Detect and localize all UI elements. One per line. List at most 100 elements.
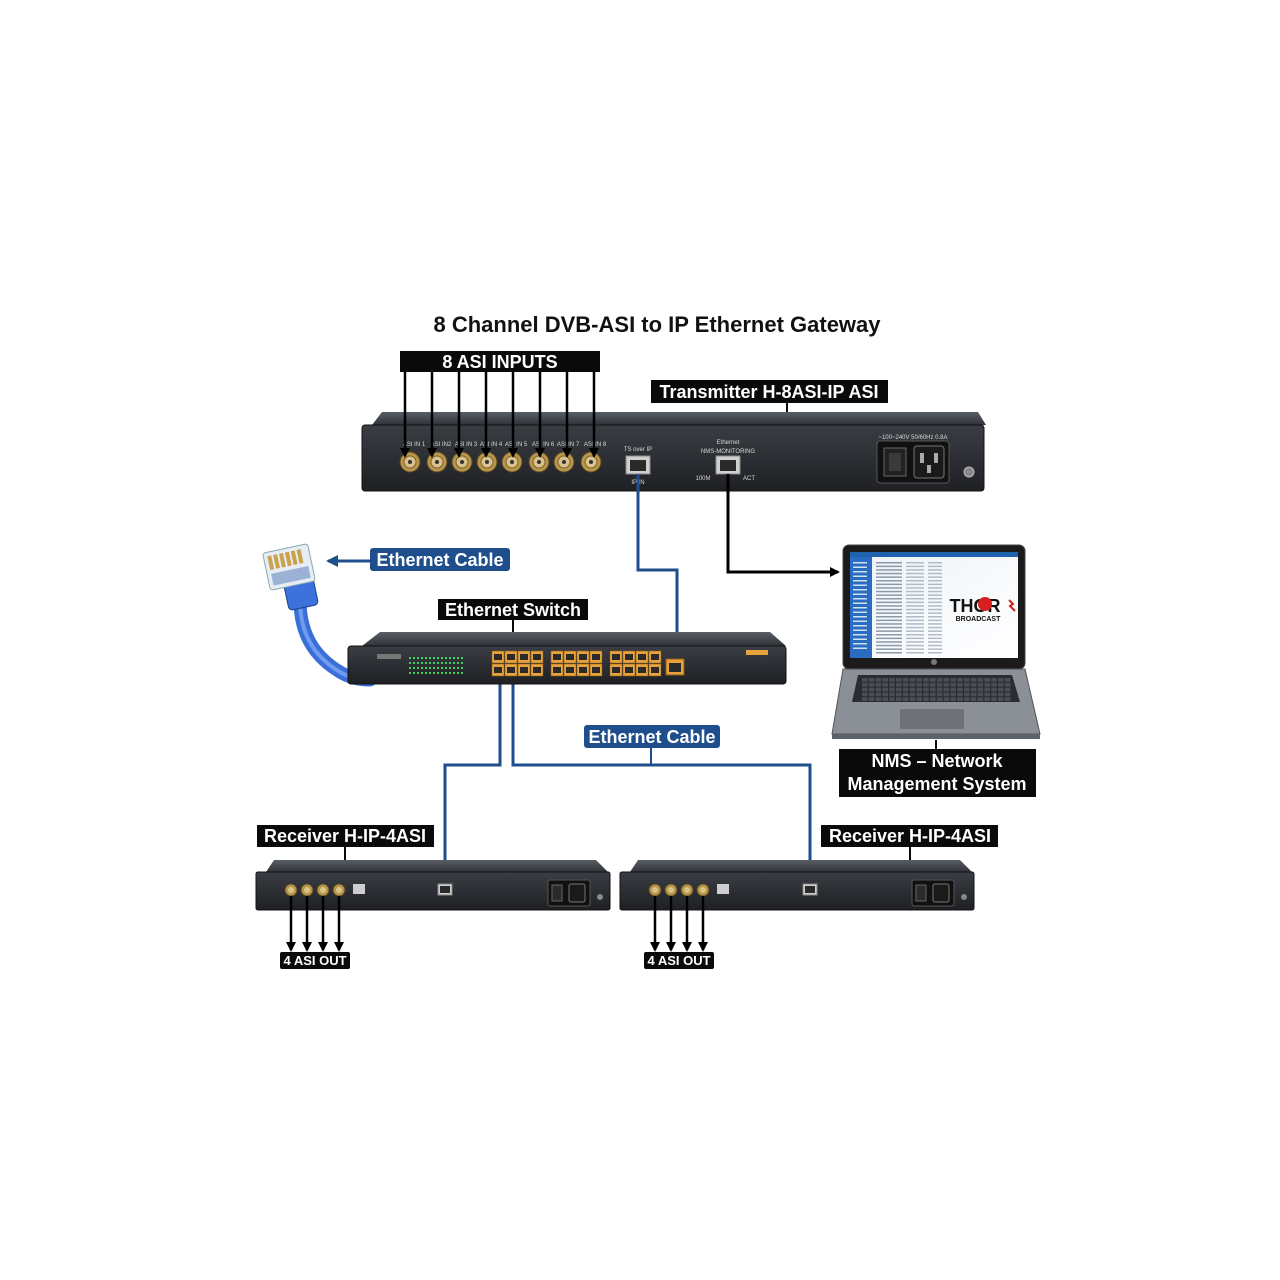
asi-in-port-label: ASI IN 6: [532, 442, 555, 448]
switch-led: [441, 672, 443, 674]
receiver-left-label-bg: [257, 825, 434, 847]
cable-nms-to-laptop: [726, 474, 840, 577]
switch-led: [461, 662, 463, 664]
switch-led: [429, 667, 431, 669]
asi-in-port-label: ASI IN 7: [557, 442, 580, 448]
power-socket: [913, 445, 945, 479]
switch-led: [449, 667, 451, 669]
ground-screw-icon: [963, 466, 975, 478]
switch-led: [429, 672, 431, 674]
switch-led: [425, 667, 427, 669]
switch-led: [421, 672, 423, 674]
asi-out-left-label-bg: [280, 952, 350, 969]
switch-led: [437, 667, 439, 669]
switch-led: [425, 672, 427, 674]
switch-led: [445, 662, 447, 664]
switch-led: [433, 672, 435, 674]
ethernet-cable-label: Ethernet Cable: [376, 550, 503, 570]
asi-in-bnc-connector: [451, 451, 473, 473]
ts-over-ip-label: TS over IP: [624, 447, 652, 453]
switch-led: [433, 657, 435, 659]
switch-led: [453, 657, 455, 659]
switch-led: [417, 657, 419, 659]
switch-led: [461, 657, 463, 659]
ethernet-cable-label-bg: [370, 548, 510, 571]
switch-led: [437, 662, 439, 664]
cable-switch-to-receiver-right: [511, 675, 812, 884]
transmitter-label: Transmitter H-8ASI-IP ASI: [659, 382, 878, 402]
switch-led: [421, 667, 423, 669]
switch-led: [457, 657, 459, 659]
ethernet-label: Ethernet: [717, 440, 740, 446]
switch-led: [417, 667, 419, 669]
asi-in-port-label: ASI IN 5: [505, 442, 528, 448]
switch-led: [409, 667, 411, 669]
ethernet-switch-device: [347, 632, 787, 685]
asi-in-bnc-connector: [580, 451, 602, 473]
switch-led: [453, 672, 455, 674]
switch-led: [429, 657, 431, 659]
switch-led: [413, 662, 415, 664]
switch-led: [445, 667, 447, 669]
ethernet-cable-mid-label-bg: [584, 725, 720, 748]
switch-led: [457, 672, 459, 674]
cable-switch-to-receiver-left: [443, 675, 502, 884]
switch-led: [449, 662, 451, 664]
asi-in-bnc-connector: [399, 451, 421, 473]
switch-led: [457, 667, 459, 669]
asi-in-bnc-connector: [553, 451, 575, 473]
asi-in-bnc-connector: [426, 451, 448, 473]
ground-screw-icon: [597, 894, 603, 900]
switch-led: [417, 662, 419, 664]
thor-logo-text: THOR: [950, 596, 1001, 616]
switch-led: [433, 667, 435, 669]
hp-logo-icon: [931, 659, 937, 665]
switch-led: [441, 667, 443, 669]
switch-led: [425, 657, 427, 659]
switch-led: [413, 657, 415, 659]
nms-label-line1: NMS – Network: [871, 751, 1003, 771]
nms-label-line2: Management System: [847, 774, 1026, 794]
receiver-right-device: [619, 860, 975, 952]
asi-out-right-label-bg: [644, 952, 714, 969]
ethernet-cable-mid-label: Ethernet Cable: [588, 727, 715, 747]
asi-inputs-label: 8 ASI INPUTS: [442, 352, 557, 372]
switch-led: [409, 657, 411, 659]
switch-led: [429, 662, 431, 664]
switch-led: [413, 672, 415, 674]
switch-led: [461, 667, 463, 669]
cable-transmitter-to-switch: [636, 474, 679, 662]
nms-label-bg: [839, 749, 1036, 797]
switch-led: [425, 662, 427, 664]
switch-led: [409, 662, 411, 664]
switch-led: [417, 672, 419, 674]
switch-led: [449, 657, 451, 659]
switch-led: [441, 657, 443, 659]
receiver-right-label: Receiver H-IP-4ASI: [829, 826, 991, 846]
asi-in-port-label: ASI IN 3: [455, 442, 478, 448]
switch-led: [441, 662, 443, 664]
switch-led: [413, 667, 415, 669]
receiver-left-label: Receiver H-IP-4ASI: [264, 826, 426, 846]
switch-led: [437, 672, 439, 674]
switch-led: [453, 667, 455, 669]
switch-led: [461, 672, 463, 674]
asi-out-right-label: 4 ASI OUT: [647, 953, 710, 968]
thor-logo-icon: [978, 597, 992, 611]
switch-led: [457, 662, 459, 664]
act-label: ACT: [743, 476, 755, 482]
page-title: 8 Channel DVB-ASI to IP Ethernet Gateway: [433, 312, 881, 337]
switch-led: [445, 672, 447, 674]
switch-led: [449, 672, 451, 674]
speed-100m-label: 100M: [695, 476, 710, 482]
nms-monitoring-label: NMS-MONITORING: [701, 449, 756, 455]
transmitter-label-bg: [651, 380, 888, 403]
asi-inputs-label-bg: [400, 351, 600, 372]
receiver-right-label-bg: [821, 825, 998, 847]
ethernet-switch-label: Ethernet Switch: [445, 600, 581, 620]
ground-screw-icon: [961, 894, 967, 900]
asi-in-port-label: ASI IN 1: [403, 442, 426, 448]
